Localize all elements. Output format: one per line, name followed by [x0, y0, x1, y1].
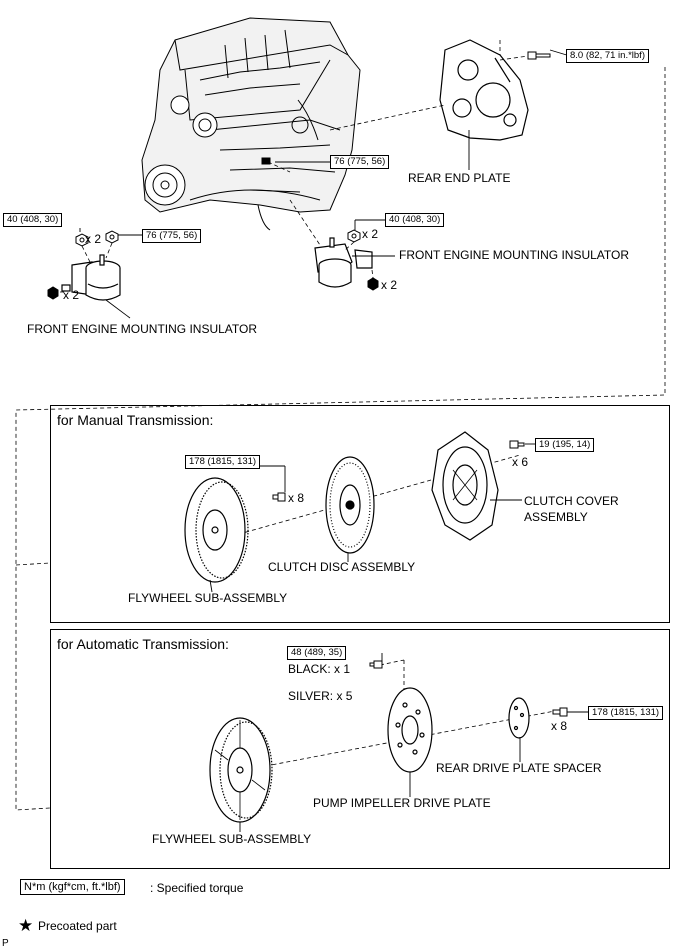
clutch-cover-bolt-icon — [509, 440, 525, 449]
left-mount-insulator-illustration — [61, 254, 121, 301]
right-bracket-qty: x 2 — [362, 227, 379, 241]
star-icon: ★ — [18, 916, 34, 935]
left-bracket-nut-icon — [75, 233, 89, 247]
left-bracket-torque-box: 40 (408, 30) — [3, 213, 63, 227]
corner-mark: P — [2, 938, 9, 949]
left-lower-bolt-icon — [47, 286, 59, 300]
rear-end-plate-illustration — [439, 39, 529, 141]
rear-drive-plate-spacer-illustration — [508, 697, 530, 739]
auto-flywheel-qty: x 8 — [551, 719, 568, 733]
right-bracket-torque-box: 40 (408, 30) — [385, 213, 445, 227]
manual-flywheel-bolt-icon — [272, 492, 286, 502]
engine-illustration — [141, 17, 361, 231]
legend-torque-unit-box: N*m (kgf*cm, ft.*lbf) — [20, 879, 125, 895]
legend-torque-desc: : Specified torque — [150, 881, 244, 895]
auto-panel-title: for Automatic Transmission: — [57, 636, 229, 652]
rear-end-plate-label: REAR END PLATE — [408, 171, 511, 185]
right-mount-insulator-illustration — [314, 237, 373, 288]
front-mount-right-label: FRONT ENGINE MOUNTING INSULATOR — [399, 248, 630, 262]
right-lower-qty: x 2 — [381, 278, 398, 292]
automatic-transmission-panel — [50, 629, 670, 869]
pump-impeller-drive-plate-illustration — [387, 687, 433, 773]
left-insulator-nut-icon — [105, 230, 119, 244]
center-nut-torque-box: 76 (775, 56) — [330, 155, 390, 169]
clutch-cover-label-2: ASSEMBLY — [524, 510, 588, 524]
rear-plate-bolt-icon — [527, 51, 551, 60]
black-qty-label: BLACK: x 1 — [288, 662, 351, 676]
rear-drive-plate-spacer-label: REAR DRIVE PLATE SPACER — [436, 761, 602, 775]
manual-flywheel-qty: x 8 — [288, 491, 305, 505]
auto-flywheel-torque-box: 178 (1815, 131) — [588, 706, 664, 720]
manual-flywheel-illustration — [184, 477, 249, 583]
manual-flywheel-label: FLYWHEEL SUB-ASSEMBLY — [128, 591, 288, 605]
auto-plate-torque-box: 48 (489, 35) — [287, 646, 347, 660]
rear-plate-torque-box: 8.0 (82, 71 in.*lbf) — [566, 49, 649, 63]
pump-impeller-label: PUMP IMPELLER DRIVE PLATE — [313, 796, 491, 810]
manual-transmission-panel — [50, 405, 670, 623]
right-bracket-nut-icon — [347, 229, 361, 243]
clutch-cover-qty: x 6 — [512, 455, 529, 469]
clutch-cover-label-1: CLUTCH COVER — [524, 494, 619, 508]
manual-panel-title: for Manual Transmission: — [57, 412, 214, 428]
clutch-cover-illustration — [431, 431, 499, 541]
clutch-disc-label: CLUTCH DISC ASSEMBLY — [268, 560, 416, 574]
clutch-disc-illustration — [325, 456, 375, 554]
manual-flywheel-torque-box: 178 (1815, 131) — [185, 455, 261, 469]
auto-plate-bolt-icon — [369, 660, 383, 669]
silver-qty-label: SILVER: x 5 — [288, 689, 353, 703]
left-lower-qty: x 2 — [63, 288, 80, 302]
left-bracket-qty: x 2 — [85, 232, 102, 246]
clutch-cover-torque-box: 19 (195, 14) — [535, 438, 595, 452]
auto-flywheel-label: FLYWHEEL SUB-ASSEMBLY — [152, 832, 312, 846]
auto-flywheel-illustration — [209, 717, 273, 823]
front-mount-left-label: FRONT ENGINE MOUNTING INSULATOR — [27, 322, 258, 336]
legend-precoated: Precoated part — [38, 919, 117, 933]
right-lower-bolt-icon — [367, 277, 379, 291]
left-insulator-torque-box: 76 (775, 56) — [142, 229, 202, 243]
